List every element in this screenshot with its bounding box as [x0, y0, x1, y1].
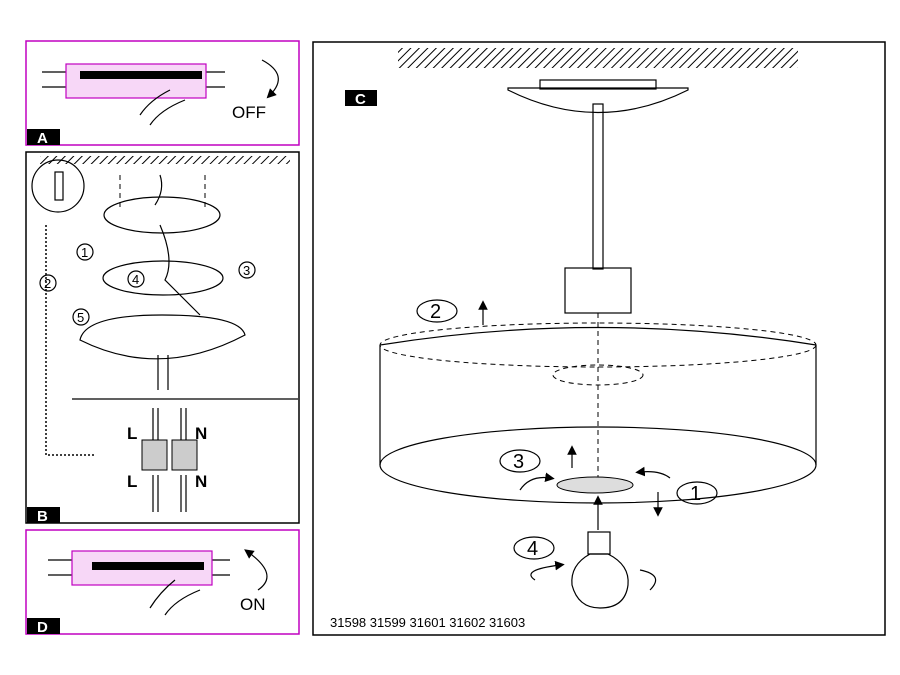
step-markers-c: 2 3 1 4: [416, 299, 718, 560]
rotate-arrow-icon: [635, 466, 671, 479]
arrow-up-icon: [244, 549, 268, 591]
breaker-panel-on: [48, 550, 230, 586]
svg-text:2: 2: [44, 276, 51, 291]
arrow-down-icon: [261, 59, 279, 99]
panel-a-label: A: [37, 130, 48, 147]
shade-ring: [556, 476, 634, 494]
hand-icon: [139, 89, 186, 126]
lamp-shade-top: [79, 314, 246, 360]
panel-c-label: C: [355, 91, 366, 108]
svg-text:1: 1: [690, 483, 701, 505]
on-text: ON: [240, 595, 266, 614]
svg-text:3: 3: [243, 263, 250, 278]
svg-text:3: 3: [513, 451, 524, 473]
terminal-bottom-n: N: [195, 472, 207, 491]
panel-c: C 2 3 1 4 31598 31599 31601 31602 31603: [312, 41, 886, 636]
suspension-rod: [592, 103, 604, 270]
ceiling-hatch: [40, 156, 290, 164]
panel-a: OFF A: [25, 40, 300, 147]
step-markers-b: 1 2 3 4 5: [39, 243, 256, 326]
panel-b-label-box: [27, 507, 60, 523]
svg-text:4: 4: [132, 272, 139, 287]
svg-text:5: 5: [77, 310, 84, 325]
breaker-panel-off: [42, 63, 225, 99]
rotate-arrow-icon: [519, 472, 555, 491]
svg-text:4: 4: [527, 538, 538, 560]
rotate-arrow-icon: [639, 569, 657, 591]
panel-b-label: B: [37, 508, 48, 525]
terminal-top-n: N: [195, 424, 207, 443]
rotate-arrow-icon: [530, 560, 565, 581]
inner-plate: [102, 260, 224, 296]
panel-a-label-box: [27, 129, 60, 145]
wall-plug-detail: [31, 159, 85, 213]
ceiling-canopy: [103, 196, 221, 234]
panel-d-label: D: [37, 619, 48, 636]
terminal-top-l: L: [127, 424, 137, 443]
light-bulb: [571, 531, 629, 609]
off-text: OFF: [232, 103, 266, 122]
panel-c-label-box: [345, 90, 377, 106]
terminal-block: L N L N: [127, 408, 207, 512]
hand-icon: [149, 579, 201, 616]
ceiling-hatch: [398, 48, 798, 68]
panel-b: 1 2 3 4 5 L N L N B: [25, 151, 300, 525]
panel-d: ON D: [25, 529, 300, 636]
svg-text:2: 2: [430, 301, 441, 323]
dotted-leader: [45, 225, 95, 456]
svg-text:1: 1: [81, 245, 88, 260]
panel-d-label-box: [27, 618, 60, 634]
terminal-bottom-l: L: [127, 472, 137, 491]
ceiling-canopy: [507, 87, 689, 114]
model-numbers: 31598 31599 31601 31602 31603: [330, 615, 525, 630]
